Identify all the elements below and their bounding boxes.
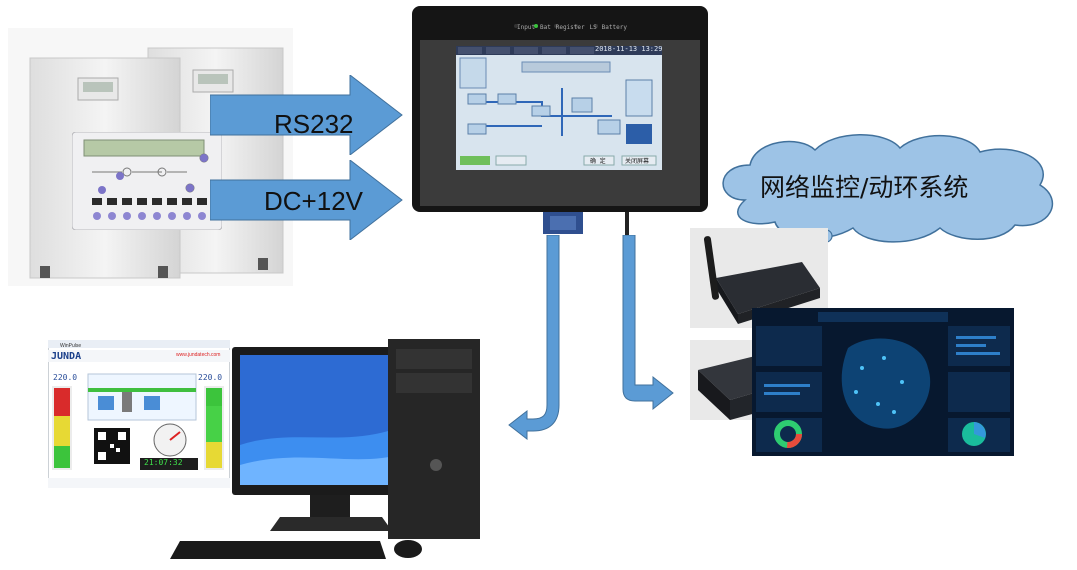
indicator-register: Register xyxy=(555,24,585,31)
panel-datetime: 2018-11-13 13:29 xyxy=(595,45,663,53)
software-title: WinPulse xyxy=(60,343,82,349)
dc12v-label: DC+12V xyxy=(264,186,363,216)
indicator-battery: Battery xyxy=(601,24,627,31)
panel-screen-off-button[interactable]: 关闭屏幕 xyxy=(625,158,650,165)
panel-confirm-button[interactable]: 确 定 xyxy=(590,158,606,165)
software-reading-right: 220.0 xyxy=(198,373,223,382)
indicator-ls: LS xyxy=(589,24,597,31)
lcd-control-panel-icon xyxy=(72,132,222,230)
rs232-arrow xyxy=(210,75,403,155)
desktop-computer-icon xyxy=(170,339,480,559)
dc12v-arrow xyxy=(210,160,403,240)
dashboard-screen-icon xyxy=(752,308,1014,456)
software-reading-left: 220.0 xyxy=(53,373,78,382)
cloud-label: 网络监控/动环系统 xyxy=(760,173,969,202)
software-clock: 21:07:32 xyxy=(144,458,183,467)
rs232-label: RS232 xyxy=(274,109,354,139)
software-website: www.jundatech.com xyxy=(176,352,221,358)
downlink-arrows xyxy=(508,235,674,440)
software-window xyxy=(48,340,230,488)
touch-panel-device-icon xyxy=(412,6,708,242)
indicator-strip: Input Bat Register LS Battery xyxy=(517,24,627,31)
indicator-bat: Bat xyxy=(539,24,551,31)
software-brand: JUNDA xyxy=(51,351,82,362)
indicator-input: Input xyxy=(517,24,536,31)
